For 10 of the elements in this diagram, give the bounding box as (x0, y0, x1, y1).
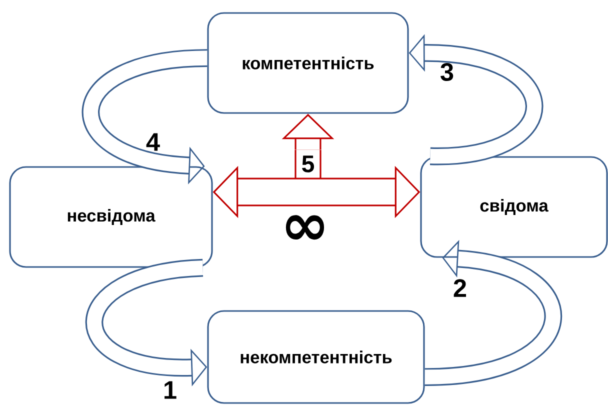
arrow-shaft: 5 (294, 149, 322, 180)
edge-label: 4 (146, 133, 160, 151)
state-box: несвідома (9, 166, 213, 268)
edge-label: 3 (440, 63, 454, 81)
state-box: некомпетентність (207, 310, 425, 404)
edge-label: 2 (454, 279, 466, 297)
state-box: компетентність (207, 12, 409, 114)
infinity-sign: ∞ (286, 215, 324, 240)
state-box: свідома (420, 156, 608, 258)
edge-label: 1 (164, 381, 176, 399)
